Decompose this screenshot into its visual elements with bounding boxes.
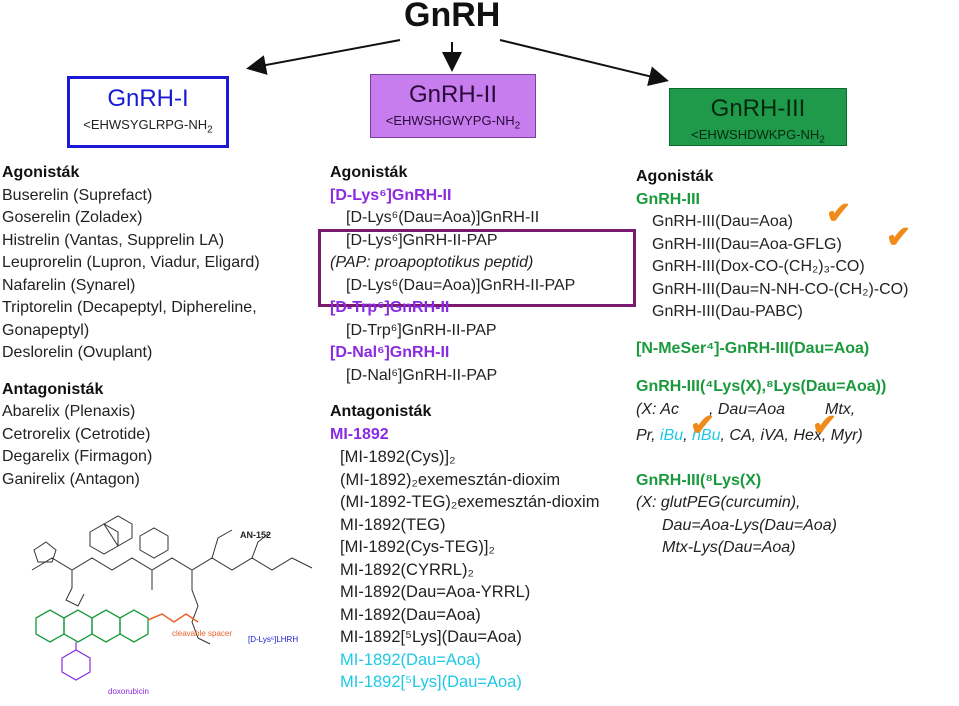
gnrh3-agonist-heading: Agonisták bbox=[636, 168, 714, 185]
list-item: [D-Nal⁶]GnRH-II bbox=[330, 344, 450, 361]
arrow-to-gnrh1 bbox=[246, 39, 401, 75]
list-item: Degarelix (Firmagon) bbox=[2, 448, 153, 465]
list-item: (X: glutPEG(curcumin), bbox=[636, 494, 801, 511]
lys8-heading: GnRH-III(⁸Lys(X) bbox=[636, 471, 762, 489]
list-item: GnRH-III(Dau=N-NH-CO-(CH₂)-CO) bbox=[652, 280, 909, 298]
gnrh1-name: GnRH-I bbox=[107, 85, 189, 112]
list-item: (PAP: proapoptotikus peptid) bbox=[330, 254, 534, 271]
list-item: [D-Lys⁶]GnRH-II bbox=[330, 186, 452, 204]
gnrh1-box: GnRH-I <EHWSYGLRPG-NH2 bbox=[67, 76, 229, 148]
gnrh2-agonist-heading: Agonisták bbox=[330, 164, 408, 181]
list-item: [D-Lys⁶(Dau=Aoa)]GnRH-II bbox=[346, 209, 540, 226]
gnrh3-seq: <EHWSHDWKPG-NH2 bbox=[691, 127, 825, 146]
list-item: [MI-1892(Cys)]₂ bbox=[340, 448, 456, 466]
list-item: Nafarelin (Synarel) bbox=[2, 276, 136, 294]
list-item: Mtx-Lys(Dau=Aoa) bbox=[662, 539, 796, 556]
gnrh2-seq: <EHWSHGWYPG-NH2 bbox=[385, 113, 521, 132]
list-item: Histrelin (Vantas, Supprelin LA) bbox=[2, 231, 225, 249]
list-item: GnRH-III(Dau=Aoa-GFLG) bbox=[652, 235, 842, 253]
list-item: Leuprorelin (Lupron, Viadur, Eligard) bbox=[2, 254, 260, 271]
gnrh3-name: GnRH-III bbox=[710, 95, 806, 122]
list-item: Buserelin (Suprefact) bbox=[2, 186, 153, 204]
mi1892-heading: MI-1892 bbox=[330, 425, 389, 443]
list-item: (MI-1892-TEG)₂exemesztán-dioxim bbox=[340, 493, 600, 511]
list-item: [MI-1892(Cys-TEG)]₂ bbox=[340, 538, 495, 556]
list-item: [D-Trp⁶]GnRH-II bbox=[330, 299, 450, 316]
list-item: Deslorelin (Ovuplant) bbox=[2, 344, 153, 361]
list-item: [D-Nal⁶]GnRH-II-PAP bbox=[346, 366, 498, 384]
structure-label: AN-152 bbox=[240, 530, 271, 540]
gnrh1-antagonist-list: Abarelix (Plenaxis) Cetrorelix (Cetrotid… bbox=[2, 401, 260, 491]
list-item: Abarelix (Plenaxis) bbox=[2, 403, 136, 420]
list-item: [D-Lys⁶(Dau=Aoa)]GnRH-II-PAP bbox=[346, 276, 576, 294]
hierarchy-arrows bbox=[246, 39, 669, 86]
gnrh3-box: GnRH-III <EHWSHDWKPG-NH2 bbox=[669, 88, 847, 146]
check-icon: ✔ bbox=[812, 409, 838, 442]
list-item: Goserelin (Zoladex) bbox=[2, 209, 143, 226]
lhrh-label: [D-Lys⁶]LHRH bbox=[248, 635, 298, 644]
gnrh1-agonist-heading: Agonisták bbox=[2, 164, 80, 181]
list-item: GnRH-III(Dau-PABC) bbox=[652, 303, 803, 320]
list-item: Cetrorelix (Cetrotide) bbox=[2, 425, 151, 443]
list-item: GnRH-III(Dau=Aoa) bbox=[652, 213, 793, 230]
nmeser-heading: [N-MeSer⁴]-GnRH-III(Dau=Aoa) bbox=[636, 339, 870, 357]
gnrh3-column: Agonisták GnRH-III GnRH-III(Dau=Aoa) GnR… bbox=[636, 166, 908, 560]
list-item: Gonapeptyl) bbox=[2, 321, 90, 339]
gnrh1-agonist-list: Buserelin (Suprefact) Goserelin (Zoladex… bbox=[2, 185, 260, 365]
arrow-to-gnrh3 bbox=[499, 39, 669, 86]
list-item: MI-1892(CYRRL)₂ bbox=[340, 560, 474, 579]
gnrh2-box: GnRH-II <EHWSHGWYPG-NH2 bbox=[370, 74, 536, 138]
check-icon: ✔ bbox=[826, 197, 852, 230]
list-item: Triptorelin (Decapeptyl, Diphereline, bbox=[2, 299, 257, 316]
list-item: [D-Lys⁶]GnRH-II-PAP bbox=[346, 231, 498, 249]
list-item: MI-1892[⁵Lys](Dau=Aoa) bbox=[340, 673, 522, 691]
list-item: Dau=Aoa-Lys(Dau=Aoa) bbox=[662, 516, 837, 534]
page-title: GnRH bbox=[404, 0, 501, 34]
gnrh1-column: Agonisták Buserelin (Suprefact) Gosereli… bbox=[2, 162, 260, 491]
gnrh2-name: GnRH-II bbox=[408, 81, 497, 108]
gnrh2-antagonist-heading: Antagonisták bbox=[330, 403, 432, 420]
list-item: MI-1892[⁵Lys](Dau=Aoa) bbox=[340, 628, 522, 646]
list-item: Ganirelix (Antagon) bbox=[2, 470, 140, 488]
list-item: MI-1892(Dau=Aoa) bbox=[340, 650, 481, 669]
gnrh3-subheading: GnRH-III bbox=[636, 190, 700, 208]
pap-highlight-box bbox=[318, 229, 636, 307]
gnrh2-column: Agonisták [D-Lys⁶]GnRH-II [D-Lys⁶(Dau=Ao… bbox=[330, 162, 599, 694]
gnrh1-seq: <EHWSYGLRPG-NH2 bbox=[83, 117, 213, 136]
an152-structure-diagram: AN-152 cleavable spacer doxorubicin [D-L… bbox=[31, 515, 313, 696]
list-item: [D-Trp⁶]GnRH-II-PAP bbox=[346, 321, 497, 339]
list-item: MI-1892(TEG) bbox=[340, 515, 446, 534]
list-item: MI-1892(Dau=Aoa-YRRL) bbox=[340, 583, 531, 601]
list-item: MI-1892(Dau=Aoa) bbox=[340, 605, 481, 624]
lys48-heading: GnRH-III(⁴Lys(X),⁸Lys(Dau=Aoa)) bbox=[636, 378, 887, 395]
doxorubicin-label: doxorubicin bbox=[108, 687, 149, 696]
gnrh1-antagonist-heading: Antagonisták bbox=[2, 380, 104, 398]
check-icon: ✔ bbox=[886, 221, 912, 254]
lys48-x-line2: Pr, iBu, nBu, CA, iVA, Hex, Myr) bbox=[636, 427, 863, 444]
check-icon: ✔ bbox=[690, 409, 716, 442]
list-item: (MI-1892)₂exemesztán-dioxim bbox=[340, 470, 561, 489]
list-item: GnRH-III(Dox-CO-(CH₂)₃-CO) bbox=[652, 258, 865, 275]
spacer-label: cleavable spacer bbox=[172, 629, 232, 638]
